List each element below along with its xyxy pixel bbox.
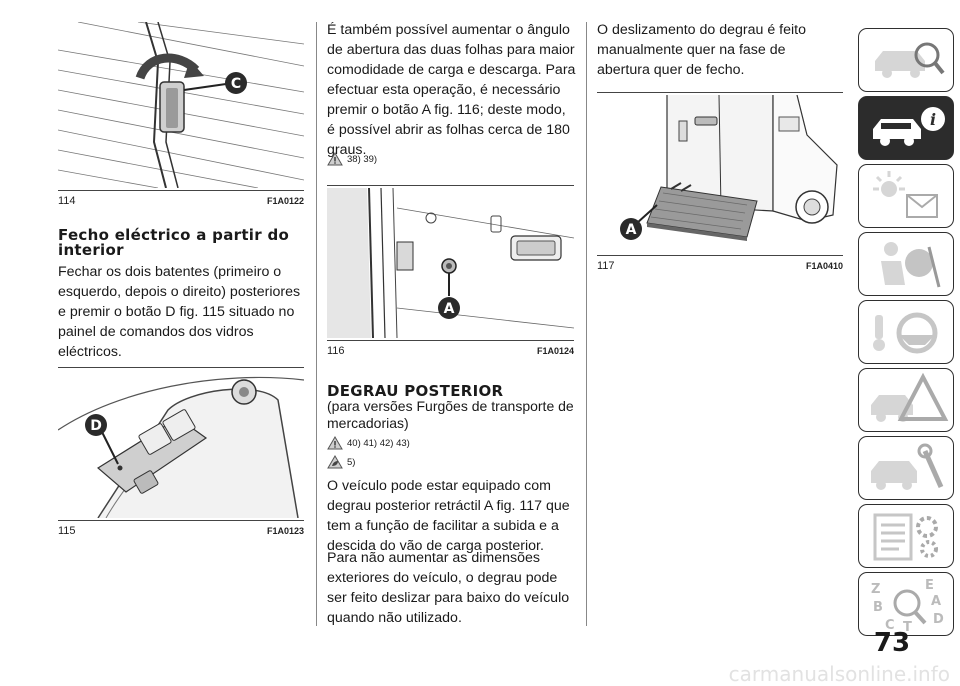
section-heading-rear-step: DEGRAU POSTERIOR [327, 382, 504, 400]
sidebar-tab-emergency[interactable] [858, 368, 954, 432]
figure-116-image: A [327, 188, 574, 338]
figure-117-code: F1A0410 [805, 261, 843, 271]
figure-117-top-rule [597, 92, 843, 93]
figure-116-top-rule [327, 185, 574, 186]
warning-references-1: 38) 39) [327, 152, 377, 166]
column-divider-2 [586, 22, 587, 626]
paragraph-electric-close: Fechar os dois batentes (primeiro o esqu… [58, 264, 301, 360]
car-search-icon [875, 42, 945, 78]
environment-references-text: 5) [347, 456, 356, 468]
sidebar-tab-starting-driving[interactable] [858, 300, 954, 364]
subheading-rear-step: (para versões Furgões de transporte de m… [327, 398, 574, 431]
car-info-icon: i [873, 107, 945, 146]
car-emergency-icon [871, 372, 949, 422]
warning-references-2-text: 40) 41) 42) 43) [347, 437, 410, 449]
paragraph-opening-angle: É também possível aumentar o ângulo de a… [327, 22, 576, 158]
figure-117-callout: A [626, 222, 637, 238]
index-letter-e: E [925, 578, 934, 593]
key-steering-wheel-icon [873, 312, 938, 354]
figure-117-image: A [597, 95, 843, 253]
paragraph-rear-step-storage: Para não aumentar as dimensões exteriore… [327, 550, 570, 626]
warning-references-2: 40) 41) 42) 43) [327, 436, 410, 450]
figure-115-top-rule [58, 367, 304, 368]
warning-lights-icon [873, 171, 938, 218]
figure-115-callout: D [90, 418, 102, 434]
specs-document-icon [873, 513, 938, 561]
sidebar-tab-technical-data[interactable] [858, 504, 954, 568]
warning-references-1-text: 38) 39) [347, 153, 378, 165]
figure-114-image: C [58, 22, 304, 188]
figure-115-code: F1A0123 [266, 526, 304, 536]
figure-115-rule [58, 520, 304, 521]
warning-triangle-icon [327, 152, 343, 166]
warning-triangle-icon [327, 436, 343, 450]
sidebar-tab-maintenance[interactable] [858, 436, 954, 500]
sidebar-tab-safety[interactable] [858, 232, 954, 296]
paragraph-rear-step-description: O veículo pode estar equipado com degrau… [327, 478, 570, 554]
alphabetical-index-icon: Z E A B C T D [871, 578, 944, 635]
figure-114-number: 114 [58, 195, 76, 207]
index-letter-c: C [885, 618, 895, 633]
figure-114-rule [58, 190, 304, 191]
airbag-passenger-icon [881, 242, 941, 288]
figure-117-rule [597, 255, 843, 256]
sidebar-tab-getting-to-know-vehicle[interactable] [858, 28, 954, 92]
figure-115-image: D [58, 370, 304, 518]
column-divider-1 [316, 22, 317, 626]
figure-116-code: F1A0124 [536, 346, 574, 356]
environment-leaf-icon [327, 455, 343, 469]
watermark: carmanualsonline.info [728, 662, 950, 686]
index-letter-t: T [903, 620, 912, 635]
page-number: 73 [873, 628, 911, 658]
figure-114-callout: C [231, 76, 241, 92]
figure-116-number: 116 [327, 345, 345, 357]
paragraph-step-sliding: O deslizamento do degrau é feito manualm… [597, 22, 807, 78]
sidebar-tab-knowing-your-vehicle[interactable]: i [858, 96, 954, 160]
sidebar-tab-instrument-panel[interactable] [858, 164, 954, 228]
environment-references: 5) [327, 455, 355, 469]
index-letter-b: B [873, 600, 883, 615]
svg-text:i: i [930, 110, 936, 129]
figure-116-rule [327, 340, 574, 341]
figure-116-callout: A [444, 301, 455, 317]
index-letter-z: Z [871, 582, 880, 597]
index-letter-a: A [931, 594, 941, 609]
figure-114-code: F1A0122 [266, 196, 304, 206]
figure-115-number: 115 [58, 525, 76, 537]
figure-117-number: 117 [597, 260, 615, 272]
car-service-icon [871, 443, 944, 490]
sidebar-tab-index[interactable]: Z E A B C T D [858, 572, 954, 636]
section-heading-electric-close: Fecho eléctrico a partir do interior [58, 226, 290, 259]
index-letter-d: D [933, 612, 944, 627]
